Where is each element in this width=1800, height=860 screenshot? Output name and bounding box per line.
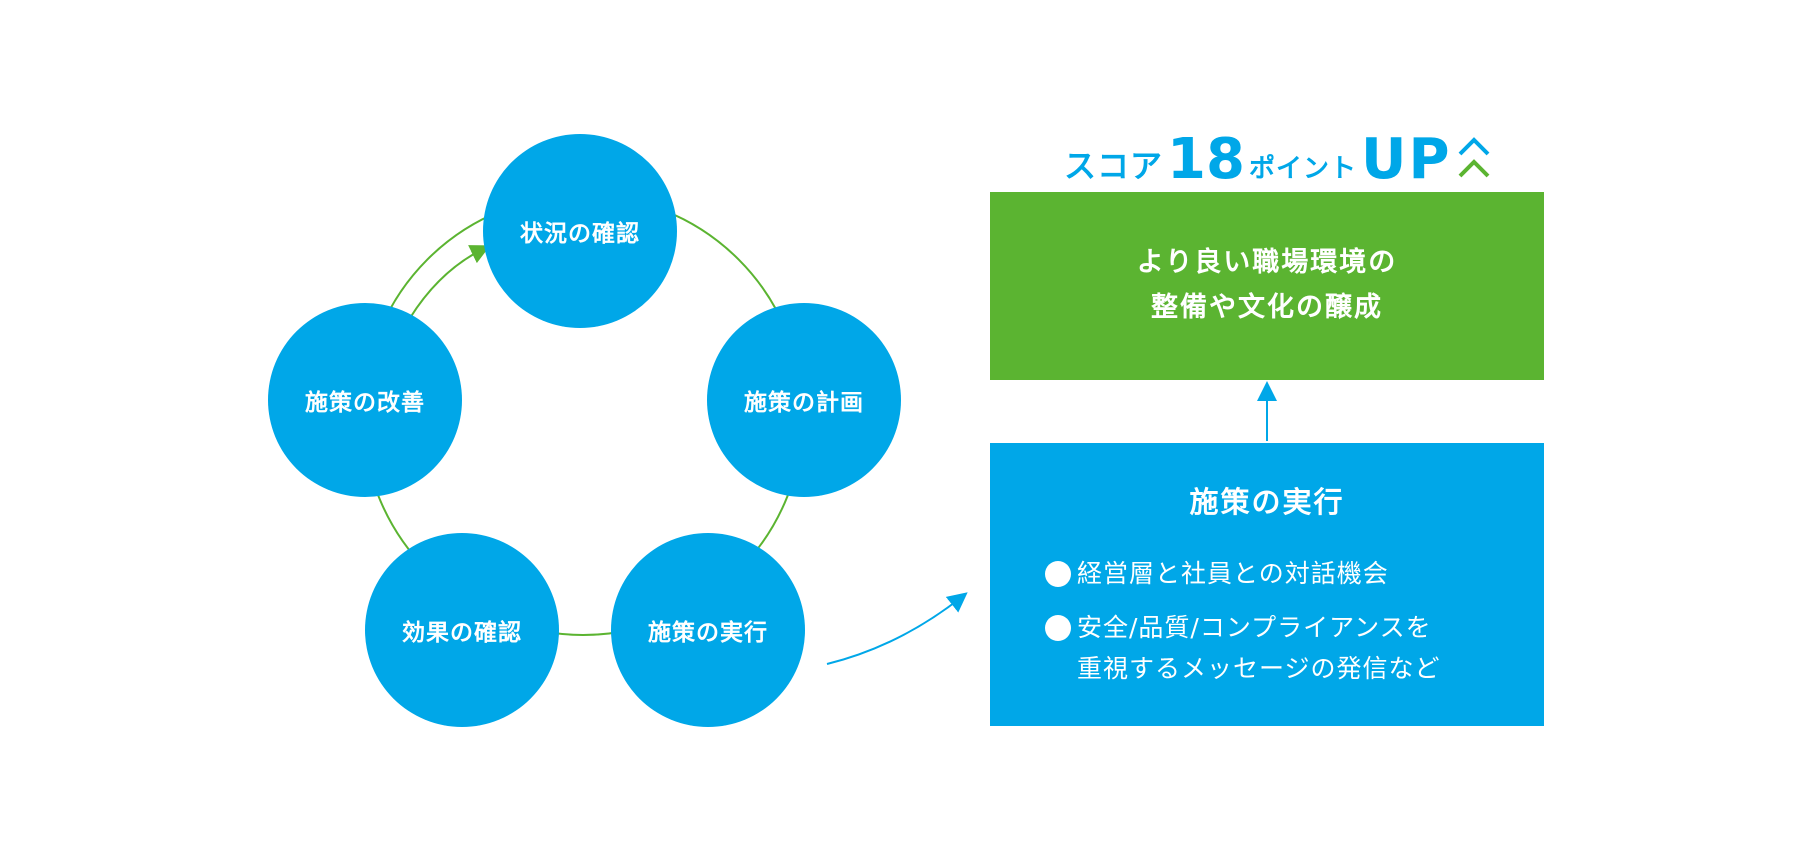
node-label: 施策の計画: [744, 390, 864, 416]
list-item-text: 重視するメッセージの発信など: [1077, 654, 1441, 683]
cycle-node-check-status: 状況の確認: [483, 134, 677, 328]
action-list: 経営層と社員との対話機会 安全/品質/コンプライアンスを 重視するメッセージの発…: [1045, 553, 1515, 702]
node-label: 施策の改善: [305, 390, 425, 416]
node-label: 効果の確認: [402, 620, 522, 646]
node-label: 状況の確認: [520, 221, 640, 247]
score-heading: スコア 18 ポイント UP: [1064, 112, 1514, 188]
cycle-node-plan: 施策の計画: [707, 303, 901, 497]
outcome-line-1: より良い職場環境の: [1136, 247, 1398, 279]
cycle-node-execute: 施策の実行: [611, 533, 805, 727]
action-box: 施策の実行 経営層と社員との対話機会 安全/品質/コンプライアンスを 重視するメ…: [990, 443, 1544, 726]
double-chevron-up-icon: [1459, 137, 1490, 178]
action-box-title: 施策の実行: [1189, 485, 1345, 519]
score-number: 18: [1167, 127, 1245, 192]
cycle-node-improve: 施策の改善: [268, 303, 462, 497]
link-arrow-to-action-box: [826, 592, 968, 665]
list-item: 安全/品質/コンプライアンスを 重視するメッセージの発信など: [1045, 607, 1515, 689]
outcome-line-2: 整備や文化の醸成: [1151, 292, 1383, 323]
bullet-icon: [1045, 615, 1071, 641]
score-suffix: ポイント: [1248, 154, 1357, 184]
list-item: 経営層と社員との対話機会: [1045, 553, 1515, 594]
node-label: 施策の実行: [648, 620, 768, 646]
list-item-text: 経営層と社員との対話機会: [1077, 559, 1389, 588]
cycle-arrow: [409, 245, 491, 319]
bullet-icon: [1045, 561, 1071, 587]
cycle-node-check-effect: 効果の確認: [365, 533, 559, 727]
list-item-text: 安全/品質/コンプライアンスを: [1077, 613, 1432, 642]
score-prefix: スコア: [1064, 147, 1164, 185]
score-up: UP: [1360, 127, 1452, 192]
outcome-box: より良い職場環境の 整備や文化の醸成: [990, 192, 1544, 380]
